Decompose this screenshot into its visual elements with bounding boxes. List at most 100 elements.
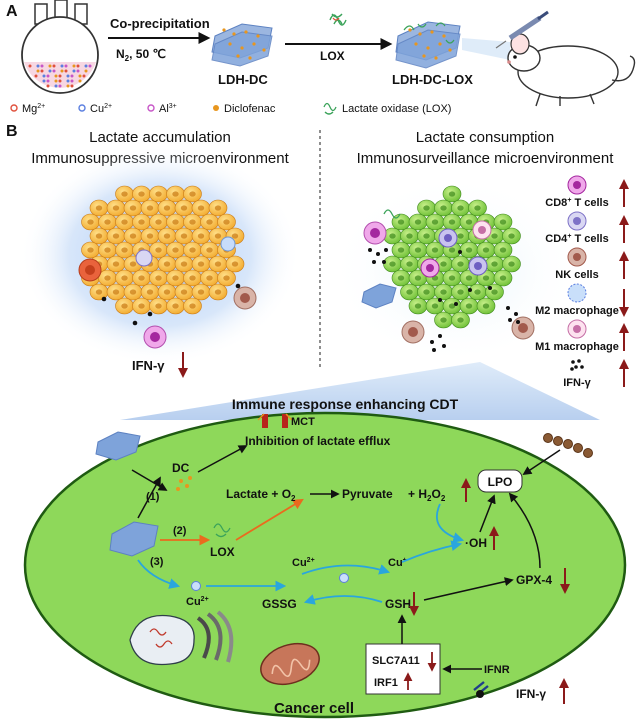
path-2-label: (2) bbox=[173, 525, 187, 537]
cu-ion-left bbox=[191, 581, 201, 591]
legend-label: Cu2+ bbox=[90, 103, 112, 115]
flask-particle bbox=[76, 69, 80, 73]
tumor-cell-nucleus bbox=[499, 219, 507, 225]
flask-particle bbox=[54, 84, 58, 88]
infiltrating-immune-cell bbox=[135, 249, 153, 267]
nanosheet-to-dc-arrow bbox=[131, 469, 168, 491]
inhibition-label: Inhibition of lactate efflux bbox=[245, 434, 391, 448]
membrane-to-lpo-arrow bbox=[522, 449, 561, 475]
tumor-cell-nucleus bbox=[129, 233, 137, 239]
tumor-cell-nucleus bbox=[423, 233, 430, 239]
tumor-cell-nucleus bbox=[189, 219, 196, 225]
gsh-to-gssg-arrow bbox=[303, 594, 383, 605]
diclofenac-dot bbox=[414, 42, 418, 46]
legend-lox-icon bbox=[323, 102, 337, 115]
tumor-cell-nucleus bbox=[206, 219, 213, 225]
mct-transporter-icon bbox=[257, 413, 293, 428]
flask-particle bbox=[82, 74, 86, 78]
ifn-dot bbox=[384, 248, 388, 252]
flask-particle bbox=[66, 79, 70, 83]
tumor-cell-nucleus bbox=[112, 289, 120, 295]
diclofenac-dot bbox=[256, 34, 260, 38]
diclofenac-dot bbox=[438, 42, 442, 46]
tumor-cell-nucleus bbox=[155, 275, 162, 281]
tumor-cell-nucleus bbox=[172, 219, 179, 225]
tumor-cell-nucleus bbox=[397, 219, 405, 225]
slc-label: SLC7A11 bbox=[372, 655, 420, 667]
flask-particle bbox=[40, 69, 44, 73]
cell-legend-label: M1 macrophage bbox=[535, 341, 619, 353]
cell-legend-nucleus bbox=[573, 217, 581, 225]
ifnr-label: IFNR bbox=[484, 664, 510, 676]
ifn-dot bbox=[508, 318, 512, 322]
ifn-legend-dot bbox=[574, 365, 578, 369]
legend-marker bbox=[78, 104, 86, 112]
ifn-dots-right bbox=[368, 248, 520, 352]
ifn-dot bbox=[382, 260, 386, 264]
tumor-green bbox=[383, 185, 521, 329]
tumor-cell-nucleus bbox=[389, 261, 396, 267]
lox-step-label: LOX bbox=[320, 49, 345, 63]
ldh-dc-label: LDH-DC bbox=[218, 72, 268, 87]
diclofenac-dot bbox=[222, 28, 226, 32]
tumor-cell-nucleus bbox=[172, 191, 179, 197]
ifn-dot bbox=[514, 312, 518, 316]
tumor-cell-nucleus bbox=[121, 219, 128, 225]
diclofenac-dot bbox=[418, 32, 422, 36]
tumor-cell-nucleus bbox=[129, 289, 137, 295]
tumor-cell-nucleus bbox=[423, 289, 430, 295]
tumor-cell-nucleus bbox=[180, 205, 188, 211]
tumor-cell-nucleus bbox=[121, 247, 128, 253]
legend-label: Mg2+ bbox=[22, 103, 45, 115]
flask-particle bbox=[60, 69, 64, 73]
tumor-cell-nucleus bbox=[95, 289, 103, 295]
diclofenac-dot bbox=[422, 54, 426, 58]
tumor-cell-nucleus bbox=[172, 247, 179, 253]
tumor-cell-nucleus bbox=[457, 317, 464, 323]
ldh-dc-lox-label: LDH-DC-LOX bbox=[392, 72, 473, 87]
pyruvate-label: Pyruvate bbox=[342, 487, 393, 501]
tumor-cell-nucleus bbox=[138, 275, 145, 281]
tumor-cell-nucleus bbox=[95, 205, 103, 211]
flask-particle bbox=[42, 74, 46, 78]
tumor-cell-nucleus bbox=[104, 219, 111, 225]
cancer-cell-label: Cancer cell bbox=[274, 700, 354, 717]
tumor-cell-nucleus bbox=[172, 275, 179, 281]
lpo-box bbox=[477, 469, 523, 493]
immune-cell-nucleus bbox=[474, 262, 482, 270]
flask-particle bbox=[40, 64, 44, 68]
tumor-cell-nucleus bbox=[448, 219, 456, 225]
membrane-bead bbox=[583, 448, 593, 458]
lox-glyph bbox=[213, 523, 231, 538]
tumor-cell-nucleus bbox=[440, 289, 447, 295]
flask-particle bbox=[64, 69, 68, 73]
syringe-icon bbox=[495, 10, 549, 49]
internalized-nanosheet bbox=[109, 521, 159, 557]
flask-particle bbox=[46, 74, 50, 78]
cell-legend-label: IFN-γ bbox=[563, 377, 591, 389]
panel-b-label: B bbox=[6, 123, 18, 140]
ifn-dot bbox=[438, 334, 442, 338]
diclofenac-dot bbox=[232, 32, 236, 36]
tumor-cell-nucleus bbox=[231, 233, 239, 239]
path-3-label: (3) bbox=[150, 556, 164, 568]
flask-particle bbox=[46, 79, 50, 83]
tumor-cell-nucleus bbox=[457, 233, 464, 239]
ifn-dot bbox=[372, 260, 376, 264]
tumor-cell-nucleus bbox=[465, 247, 473, 253]
tumor-cell-nucleus bbox=[138, 219, 145, 225]
tumor-cell-nucleus bbox=[414, 219, 422, 225]
tumor-cell-nucleus bbox=[87, 219, 94, 225]
tumor-cell-nucleus bbox=[397, 247, 405, 253]
ifn-legend-dot bbox=[571, 360, 575, 364]
tumor-cell-nucleus bbox=[121, 275, 128, 281]
flask-particle bbox=[58, 74, 62, 78]
tumor-cell-nucleus bbox=[155, 303, 162, 309]
tumor-cell-nucleus bbox=[448, 191, 456, 197]
tumor-cell-nucleus bbox=[214, 261, 222, 267]
tumor-cell-nucleus bbox=[440, 317, 447, 323]
flask-particle bbox=[54, 79, 58, 83]
tumor-cell-nucleus bbox=[499, 275, 507, 281]
